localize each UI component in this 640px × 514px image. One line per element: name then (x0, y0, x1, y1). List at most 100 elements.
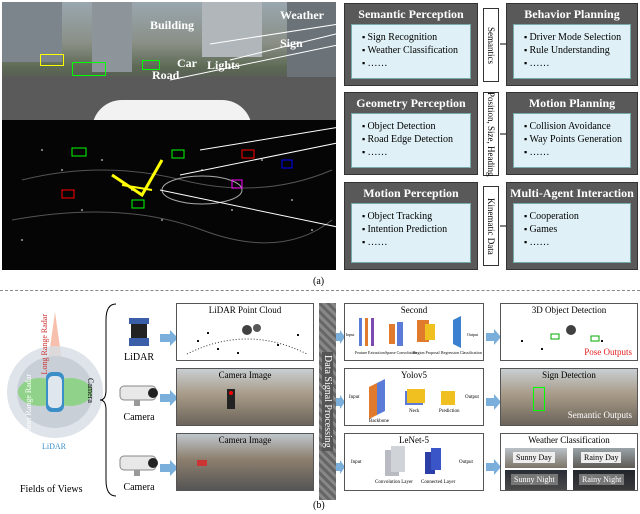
label-building: Building (150, 18, 195, 32)
geometry-perception-module: Geometry Perception Object Detection Roa… (344, 92, 478, 175)
dsp-arrows (336, 330, 345, 474)
weather-tile: Rainy Night (573, 470, 635, 490)
weather-class-label: Sunny Night (511, 474, 558, 485)
camera-sensor-icon (118, 382, 162, 408)
net-title: Second (400, 305, 428, 315)
net-label: Input (351, 460, 362, 465)
module-item: …… (362, 146, 470, 159)
semantic-outputs-tag: Semantic Outputs (567, 410, 632, 420)
label-lights: Lights (207, 58, 240, 72)
module-item: …… (524, 57, 630, 70)
net-label: Output (459, 460, 473, 465)
sensor-lidar-label: LiDAR (124, 352, 154, 363)
module-item: Intention Prediction (362, 223, 470, 236)
lidar-view-image (2, 120, 336, 270)
module-item: Object Detection (362, 120, 470, 133)
module-content: Object Tracking Intention Prediction …… (351, 203, 471, 263)
behavior-planning-module: Behavior Planning Driver Mode Selection … (506, 3, 638, 86)
multi-agent-module: Multi-Agent Interaction Cooperation Game… (506, 182, 638, 270)
3d-detection-output: 3D Object Detection Pose Outputs (500, 303, 638, 361)
net-label: Input (349, 395, 360, 400)
module-item: …… (524, 146, 630, 159)
sensor-camera1-label: Camera (123, 412, 155, 423)
building-shape (2, 2, 62, 62)
weather-classification-output: Weather Classification Sunny Day Rainy D… (500, 433, 638, 491)
semantic-perception-module: Semantic Perception Sign Recognition Wea… (344, 3, 478, 86)
camera-image-1: Camera Image (176, 368, 314, 426)
net-label: Backbone (369, 419, 389, 424)
long-range-radar-label: Long Range Radar (40, 314, 49, 375)
output-title: Weather Classification (528, 435, 610, 445)
label-road: Road (152, 68, 180, 82)
fov-shapes (7, 312, 103, 438)
net-title: Yolov5 (400, 370, 428, 380)
weather-class-label: Rainy Night (579, 474, 625, 485)
net-label: Convolution Layer (375, 480, 413, 485)
connector-label: Kinematic Data (486, 197, 496, 255)
module-item: Object Tracking (362, 210, 470, 223)
module-item: …… (524, 236, 630, 249)
sensor-arrows (160, 330, 178, 476)
module-item: Weather Classification (362, 44, 470, 57)
module-title: Multi-Agent Interaction (510, 186, 634, 200)
connector-semantics: Semantics (483, 8, 499, 82)
net-label: Sparse Convolution (385, 350, 417, 355)
module-item: Cooperation (524, 210, 630, 223)
weather-tile: Rainy Day (573, 448, 635, 468)
sensor-camera2-label: Camera (123, 482, 155, 493)
detection-box (533, 387, 545, 411)
net-label: Regression Classification (441, 350, 482, 355)
detection-box (72, 62, 106, 76)
sign-detection-output: Sign Detection Semantic Outputs (500, 368, 638, 426)
motion-planning-module: Motion Planning Collision Avoidance Way … (506, 92, 638, 175)
module-content: Object Detection Road Edge Detection …… (351, 113, 471, 168)
data-signal-processing-bar: Data Signal Processing (319, 303, 336, 500)
raw-title: LiDAR Point Cloud (208, 305, 282, 315)
connector-label: Position, Size, Heading (486, 91, 496, 177)
yolov5-network: Yolov5 Input Backbone Neck Prediction Ou… (344, 368, 484, 426)
module-item: …… (362, 57, 470, 70)
connector-arrows (500, 43, 506, 227)
pointer-lines (159, 21, 353, 231)
building-shape (202, 2, 262, 57)
connector-kinematic: Kinematic Data (483, 186, 499, 266)
building-shape (92, 2, 132, 72)
module-title: Geometry Perception (356, 96, 466, 110)
net-label: Input (346, 332, 355, 337)
divider (0, 290, 640, 291)
short-range-radar-label: Short Range Radar (24, 374, 33, 435)
camera-fov-label: Camera (86, 378, 95, 403)
dsp-label: Data Signal Processing (322, 352, 333, 451)
net-label: Output (467, 332, 479, 337)
label-weather: Weather (280, 8, 324, 22)
module-content: Sign Recognition Weather Classification … (351, 24, 471, 79)
net-output-arrows (486, 329, 501, 475)
second-network: Second Input Feature Extraction Sparse C… (344, 303, 484, 361)
module-title: Behavior Planning (524, 7, 620, 21)
output-title: Sign Detection (542, 370, 596, 380)
module-content: Cooperation Games …… (513, 203, 631, 263)
module-content: Collision Avoidance Way Points Generatio… (513, 113, 631, 168)
connector-label: Semantics (486, 26, 496, 64)
detection-box (142, 60, 160, 70)
caption-a: (a) (313, 276, 325, 287)
module-item: Way Points Generation (524, 133, 630, 146)
lenet5-network: LeNet-5 Input Convolution Layer Connecte… (344, 433, 484, 491)
bracket (100, 303, 117, 497)
module-item: Driver Mode Selection (524, 31, 630, 44)
car-hood (92, 100, 252, 120)
car-shape (197, 460, 207, 466)
net-label: Region Proposal (413, 350, 440, 355)
connector-position: Position, Size, Heading (483, 92, 499, 176)
net-label: Prediction (439, 409, 460, 414)
camera-sensor-icon (118, 452, 162, 478)
output-title: 3D Object Detection (531, 305, 607, 315)
module-item: Sign Recognition (362, 31, 470, 44)
label-car: Car (177, 56, 197, 70)
lidar-points (11, 147, 333, 244)
module-content: Driver Mode Selection Rule Understanding… (513, 24, 631, 79)
raw-title: Camera Image (218, 435, 272, 445)
net-label: Output (465, 395, 479, 400)
module-item: Road Edge Detection (362, 133, 470, 146)
traffic-light (227, 389, 235, 409)
